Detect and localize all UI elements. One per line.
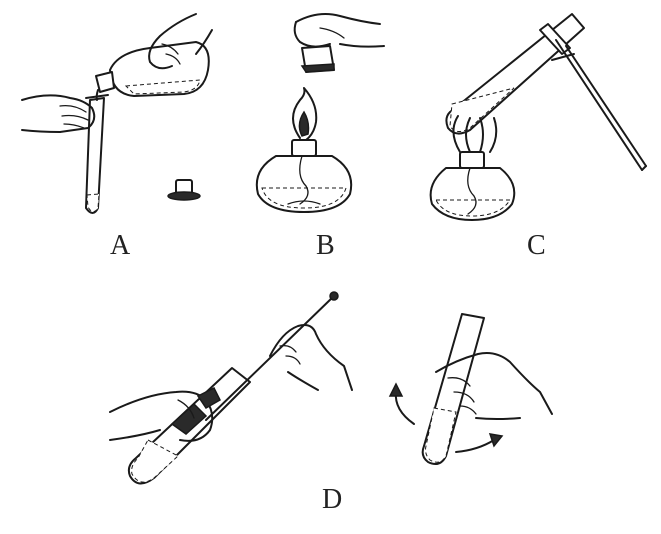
panel-a-left-hand	[21, 94, 96, 133]
panel-b-flame	[292, 87, 318, 141]
panel-label-a: A	[110, 230, 131, 261]
panel-c-alcohol-lamp	[429, 151, 516, 221]
panel-d-right-hand	[269, 324, 353, 391]
panel-c-test-tube	[445, 13, 585, 135]
panel-b-alcohol-lamp	[255, 139, 353, 213]
panel-label-c: C	[527, 230, 546, 261]
panel-b-lamp-cap	[300, 45, 335, 73]
panel-d-shake-arrow-right-icon	[455, 433, 504, 453]
panel-d-test-tube-right	[421, 313, 485, 465]
panel-a-stopper	[167, 179, 201, 201]
panel-d-left-hand	[109, 386, 221, 442]
panel-label-d: D	[322, 484, 343, 515]
panel-d-left-illustration	[109, 291, 353, 485]
panel-c-tube-holder	[539, 23, 647, 171]
panel-b-hand	[293, 13, 385, 48]
panel-a-right-hand	[148, 13, 213, 70]
panel-c-flame	[452, 115, 498, 153]
panel-a-test-tube	[85, 94, 109, 214]
panel-d-shake-arrow-left-icon	[388, 382, 415, 425]
panel-b-illustration	[255, 13, 385, 213]
panel-label-b: B	[316, 230, 335, 261]
panel-c-illustration	[429, 13, 647, 221]
panel-d-hand-right	[435, 352, 553, 420]
panel-a-illustration	[21, 13, 213, 214]
panel-a-reagent-bottle	[95, 41, 210, 101]
panel-d-right-illustration	[388, 313, 553, 465]
panel-d-glass-rod	[205, 291, 339, 421]
